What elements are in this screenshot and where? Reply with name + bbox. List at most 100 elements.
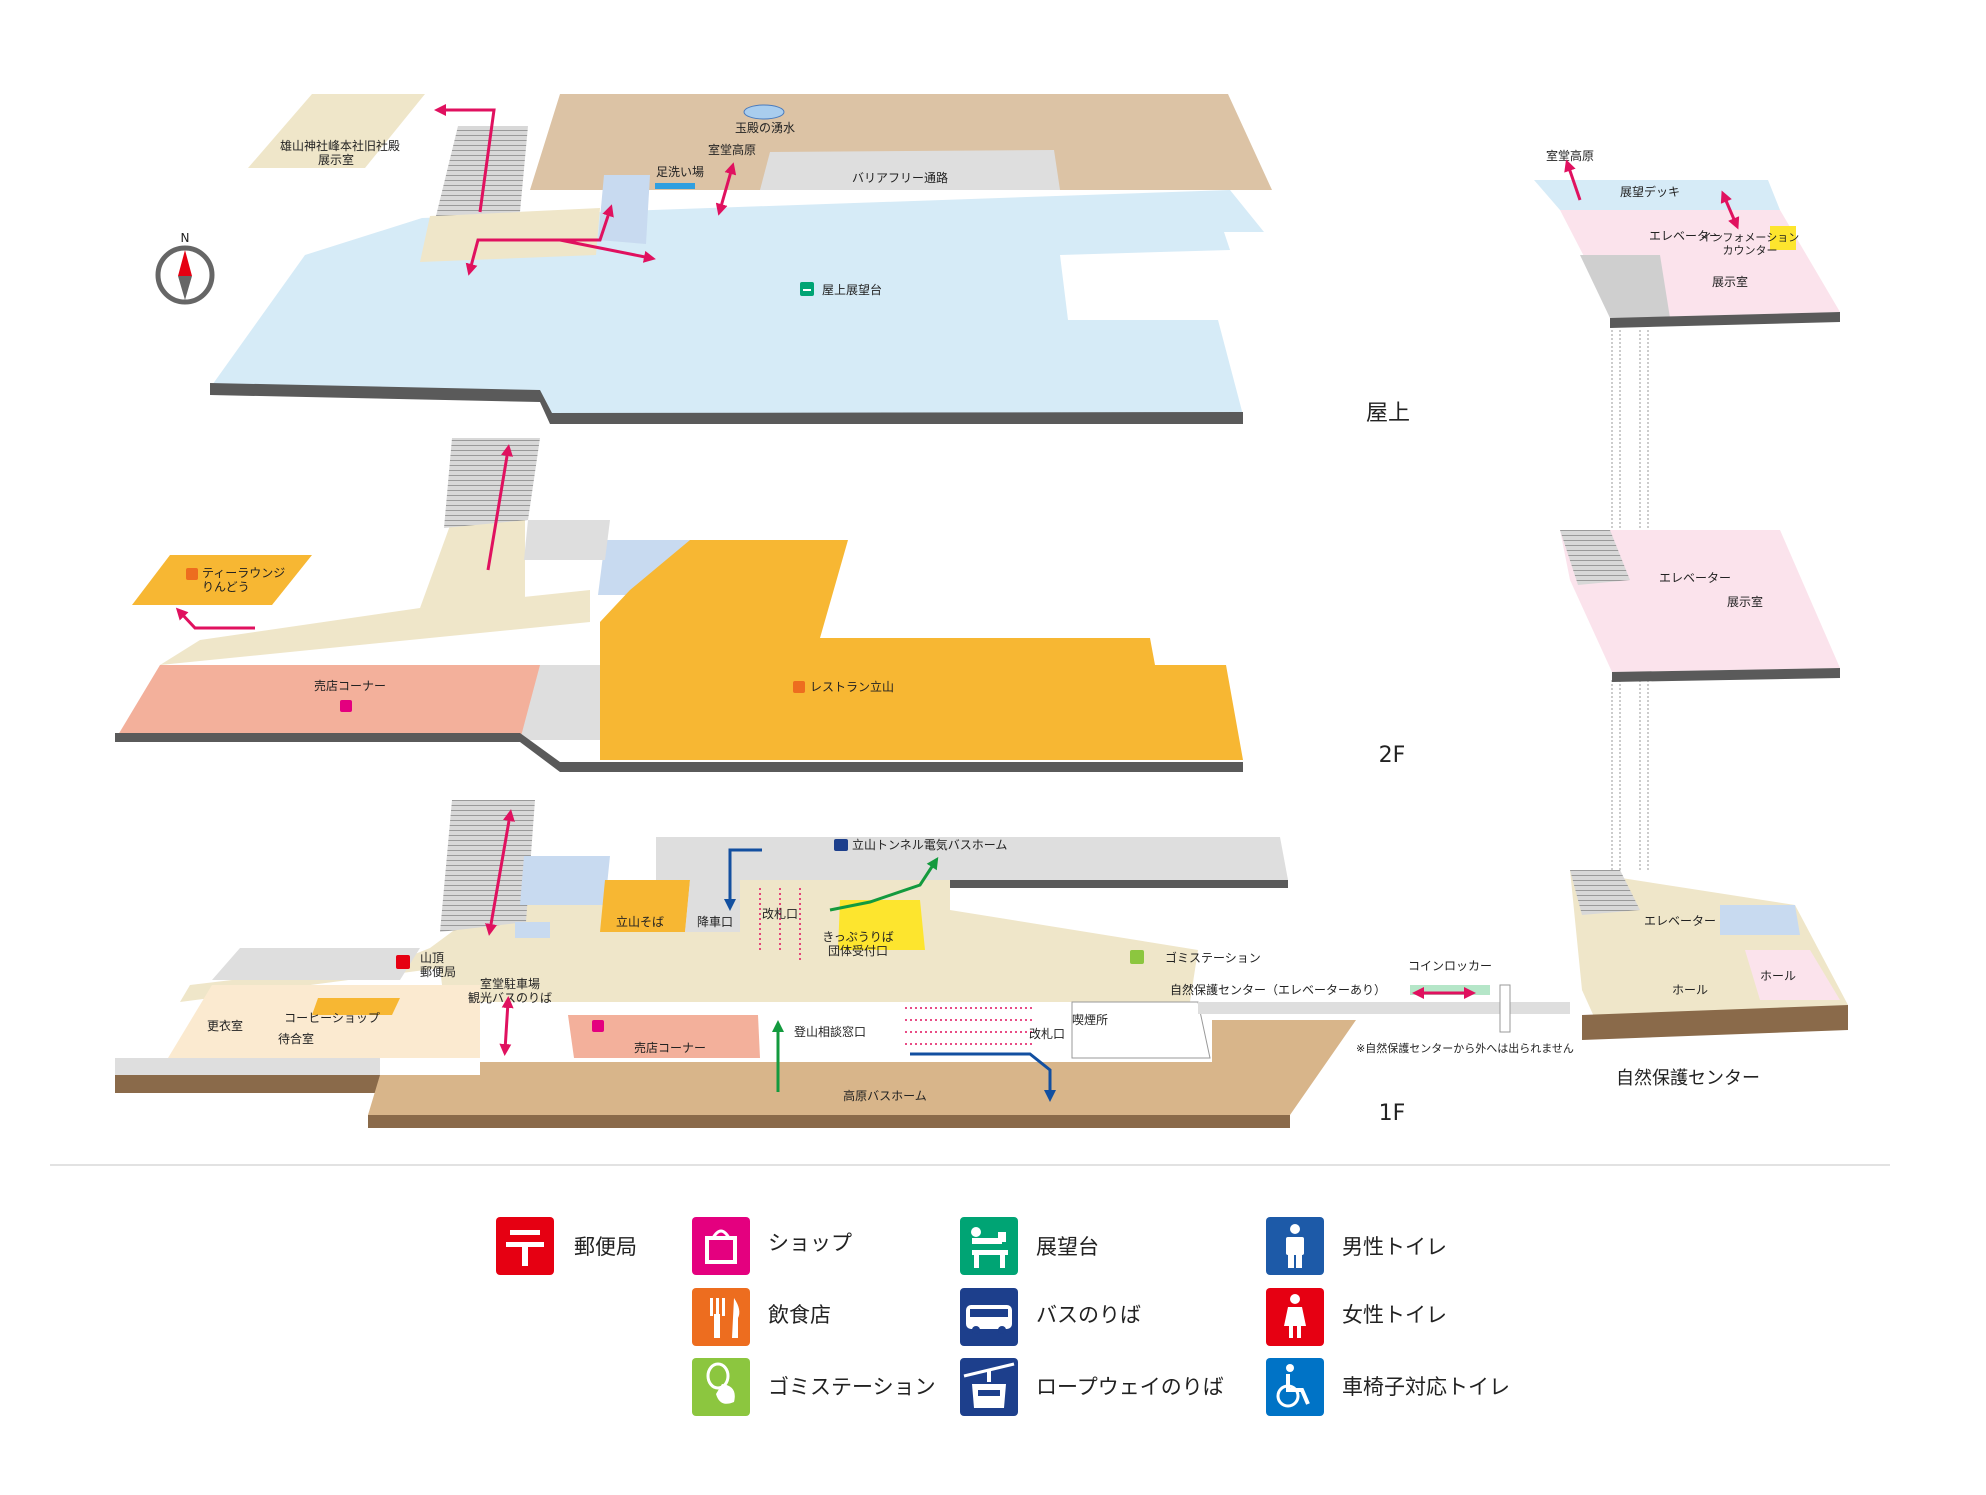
second-landing: [524, 520, 610, 560]
annex-mid-floor: [1560, 530, 1840, 672]
tea-lounge: [132, 555, 312, 605]
legend-label: ロープウェイのりば: [1036, 1375, 1224, 1399]
second-shop: [115, 665, 540, 740]
ticket-office: [838, 900, 925, 950]
first-floor-label: 1F: [1379, 1101, 1406, 1126]
annex-top-deck: [1534, 180, 1780, 210]
annex-mid-elevator-label: エレベーター: [1659, 571, 1731, 585]
annex-title: 自然保護センター: [1616, 1068, 1760, 1089]
second-arrow-stairs: [486, 444, 513, 571]
parking-label-2: 観光バスのりば: [468, 991, 552, 1005]
corridor-nature-center: [1198, 1002, 1570, 1014]
observation-icon: [960, 1217, 1018, 1275]
rooftop-stairs: [436, 126, 528, 216]
annex-hall-label: ホール: [1672, 983, 1708, 997]
smoking-label: 喫煙所: [1072, 1013, 1108, 1027]
observation-icon: [800, 282, 814, 296]
shrine-exhibit-room: [248, 94, 425, 168]
legend: 郵便局 ショップ 飲食店 ゴミステーション: [496, 1217, 1510, 1416]
rooftop-arrow-east: [559, 238, 656, 263]
second-arrow-tea: [175, 607, 255, 630]
rooftop-walkway: [420, 208, 600, 262]
legend-label: 男性トイレ: [1342, 1235, 1447, 1259]
shrine-label-2: 展示室: [318, 152, 354, 167]
first-arrow-parking: [499, 996, 514, 1056]
first-stairs: [440, 800, 535, 932]
gate-label: 改札口: [762, 907, 798, 921]
second-gray-area: [520, 665, 600, 740]
restaurant-label: レストラン立山: [810, 679, 894, 694]
annex-bottom-stairs: [1570, 870, 1640, 915]
waiting-room: [168, 985, 480, 1058]
climb-label: 登山相談窓口: [794, 1024, 866, 1039]
legend-label: ゴミステーション: [768, 1375, 936, 1399]
restaurant-tateyama: [600, 540, 1243, 760]
legend-label: 女性トイレ: [1342, 1303, 1447, 1327]
legend-accessible-toilet: 車椅子対応トイレ: [1266, 1358, 1510, 1416]
annex-hall2-label: ホール: [1760, 969, 1796, 983]
barrierfree-label: バリアフリー通路: [852, 170, 948, 185]
soba-shop: [600, 880, 690, 932]
first-arrow-highland-alight: [910, 1052, 1056, 1102]
rooftop-toilets: [598, 175, 650, 244]
second-floor: ティーラウンジ りんどう 売店コーナー レストラン立山: [115, 438, 1243, 772]
compass-north-label: N: [181, 231, 190, 245]
legend-ropeway: ロープウェイのりば: [960, 1358, 1224, 1416]
locker-room-label: 更衣室: [207, 1018, 243, 1033]
highland-bus-edge: [368, 1115, 1290, 1128]
legend-label: バスのりば: [1036, 1303, 1141, 1327]
annex-mid-exhibit-label: 展示室: [1727, 594, 1763, 609]
garbage-label: ゴミステーション: [1165, 950, 1261, 965]
west-corridor: [212, 948, 420, 980]
annex-top-gray: [1580, 255, 1670, 318]
first-floor: 立山トンネル電気バスホーム 立山そば 降車口 改札口 きっぷうりば 団体受付口 …: [115, 800, 1574, 1128]
annex-bottom-elevator-label: エレベーター: [1644, 914, 1716, 928]
shop-icon: [692, 1217, 750, 1275]
rooftop-ground: [530, 94, 1272, 190]
alight-area: [685, 880, 740, 932]
annex-arrow-deck: [1720, 190, 1740, 230]
barrierfree-corridor: [760, 150, 1060, 190]
bus-icon: [834, 839, 848, 851]
murodo-label: 室堂高原: [708, 142, 756, 157]
spring-pond: [743, 104, 785, 120]
deck-label: 屋上展望台: [822, 282, 882, 297]
waiting-label: 待合室: [278, 1031, 314, 1046]
accessible-toilet: [515, 922, 550, 938]
rooftop-floor-label: 屋上: [1366, 401, 1410, 426]
coffee-label: コーヒーショップ: [284, 1011, 380, 1025]
second-upper-floor: [420, 520, 525, 608]
legend-label: ショップ: [768, 1231, 852, 1255]
annex-deck-label: 展望デッキ: [1620, 184, 1680, 199]
rooftop-arrow-stairs: [434, 104, 496, 213]
shop-icon: [340, 700, 352, 712]
legend-restaurant: 飲食店: [692, 1288, 831, 1346]
annex-top-elevator-label: エレベーター: [1649, 229, 1721, 243]
rooftop-arrow-deck: [465, 204, 614, 276]
restaurant-icon: [692, 1288, 750, 1346]
rooftop-floor: 雄山神社峰本社旧社殿 展示室 玉殿の湧水 室堂高原 足洗い場 バリアフリー通路 …: [210, 94, 1272, 424]
legend-garbage: ゴミステーション: [692, 1358, 936, 1416]
annex-hall2: [1745, 950, 1840, 1000]
post-office-icon: [396, 955, 410, 969]
coffee-shop: [312, 998, 400, 1015]
second-edge: [115, 733, 1243, 772]
first-west-base: [115, 1075, 380, 1093]
post-label-2: 郵便局: [420, 965, 456, 979]
first-arrow-tunnel-alight: [724, 848, 762, 911]
restaurant-icon: [186, 568, 198, 580]
ticket-label-2: 団体受付口: [828, 944, 888, 958]
elevator-shaft: [1611, 330, 1649, 870]
shrine-label: 雄山神社峰本社旧社殿: [280, 138, 400, 153]
ticket-gates: [759, 888, 1035, 1045]
tea-label-2: りんどう: [202, 580, 250, 594]
legend-female-toilet: 女性トイレ: [1266, 1288, 1447, 1346]
tea-label-1: ティーラウンジ: [202, 566, 285, 580]
annex-mid-stairs: [1560, 530, 1630, 585]
highland-bus-platform: [368, 1020, 1356, 1115]
first-west-edge: [115, 1058, 380, 1075]
post-label-1: 山頂: [420, 951, 444, 965]
nature-center-corridor-label: 自然保護センター（エレベーターあり）: [1170, 982, 1386, 997]
second-stairs: [444, 438, 540, 528]
legend-male-toilet: 男性トイレ: [1266, 1217, 1447, 1275]
